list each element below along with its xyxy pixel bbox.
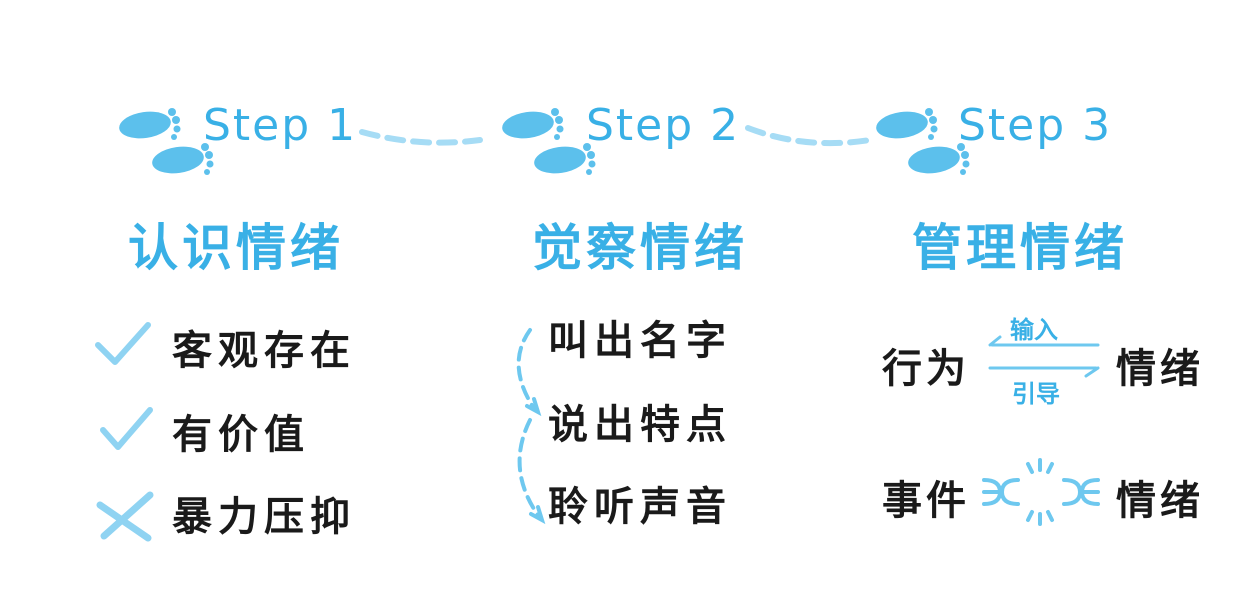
step-3-label: Step 3 (958, 100, 1113, 151)
step-3-title: 管理情绪 (912, 219, 1128, 277)
check-icon (100, 407, 153, 450)
dashed-connector (745, 125, 873, 147)
event-label: 事件 (882, 478, 970, 524)
input-arrow-label: 输入 (1010, 316, 1058, 344)
step-1-item: 有价值 (172, 412, 310, 458)
emotion-label: 情绪 (1116, 478, 1204, 524)
dashed-arrow (517, 418, 542, 520)
step-1-title: 认识情绪 (128, 219, 344, 277)
check-icon (95, 322, 151, 365)
footprints-icon (876, 108, 970, 175)
emotion-label: 情绪 (1116, 346, 1204, 392)
step-2-item: 叫出名字 (548, 318, 732, 364)
arrow-head (525, 397, 542, 417)
step-1-item: 客观存在 (172, 328, 356, 374)
arrow-head (529, 505, 546, 525)
step-2-item: 说出特点 (548, 402, 732, 448)
broken-link-icon (982, 458, 1100, 526)
guide-arrow-label: 引导 (1012, 380, 1060, 408)
dashed-connector (359, 129, 483, 146)
dashed-arrow (516, 328, 537, 412)
step-1-item: 暴力压抑 (172, 494, 356, 540)
behavior-label: 行为 (882, 346, 970, 392)
footprints-icon (119, 108, 214, 175)
footprints-icon (502, 108, 596, 175)
step-2-title: 觉察情绪 (532, 219, 748, 277)
cross-icon (96, 491, 154, 542)
step-2-item: 聆听声音 (548, 484, 732, 530)
step-1-label: Step 1 (203, 100, 358, 151)
double-arrow-icon (988, 335, 1100, 378)
step-2-label: Step 2 (586, 100, 741, 151)
